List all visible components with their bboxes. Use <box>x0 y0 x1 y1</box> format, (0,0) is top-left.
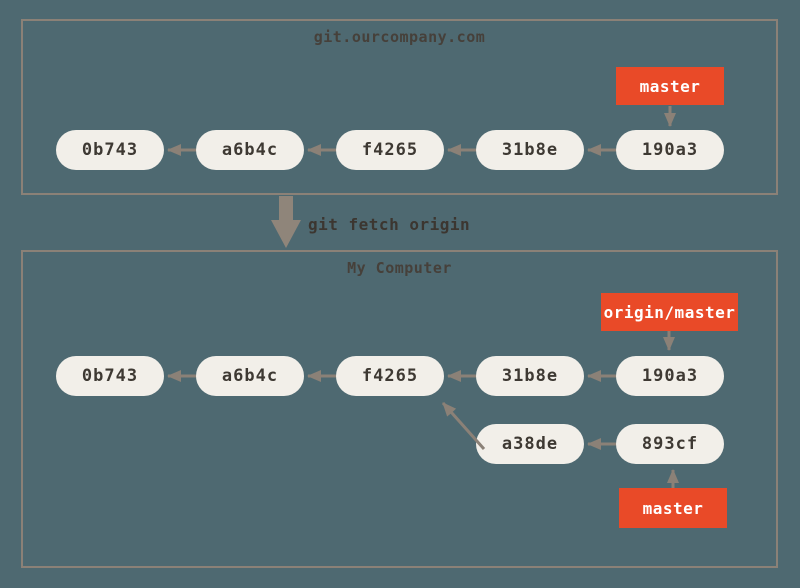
server-master-label: master <box>616 67 724 105</box>
fetch-command-label: git fetch origin <box>308 215 471 234</box>
server-box <box>21 19 778 195</box>
commit-node-server-0b743: 0b743 <box>56 130 164 170</box>
commit-node-local-f4265: f4265 <box>336 356 444 396</box>
origin-master-label: origin/master <box>601 293 738 331</box>
commit-node-local-31b8e: 31b8e <box>476 356 584 396</box>
commit-node-local-a38de: a38de <box>476 424 584 464</box>
commit-node-local-190a3: 190a3 <box>616 356 724 396</box>
commit-node-local-893cf: 893cf <box>616 424 724 464</box>
commit-node-server-f4265: f4265 <box>336 130 444 170</box>
commit-node-server-a6b4c: a6b4c <box>196 130 304 170</box>
commit-node-server-190a3: 190a3 <box>616 130 724 170</box>
commit-node-local-a6b4c: a6b4c <box>196 356 304 396</box>
fetch-arrow <box>271 196 301 248</box>
server-box-title: git.ourcompany.com <box>313 28 486 46</box>
local-box <box>21 250 778 568</box>
local-box-title: My Computer <box>347 259 452 277</box>
local-master-label: master <box>619 488 727 528</box>
commit-node-server-31b8e: 31b8e <box>476 130 584 170</box>
commit-node-local-0b743: 0b743 <box>56 356 164 396</box>
